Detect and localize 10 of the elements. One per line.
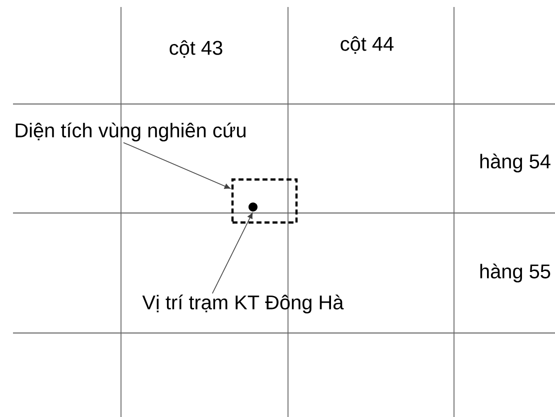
column-label: cột 43 — [170, 40, 222, 58]
leader-line — [123, 142, 230, 189]
annotation-text: Diện tích vùng nghiên cứu — [16, 122, 246, 142]
column-label: cột 44 — [340, 36, 394, 54]
row-label: hàng 54 — [480, 154, 550, 172]
leader-line — [212, 212, 253, 294]
station-dot — [248, 202, 258, 212]
annotation-text: Vị trí trạm KT Đông Hà — [142, 294, 344, 314]
row-label: hàng 55 — [480, 264, 550, 282]
study-area-box — [231, 178, 298, 224]
